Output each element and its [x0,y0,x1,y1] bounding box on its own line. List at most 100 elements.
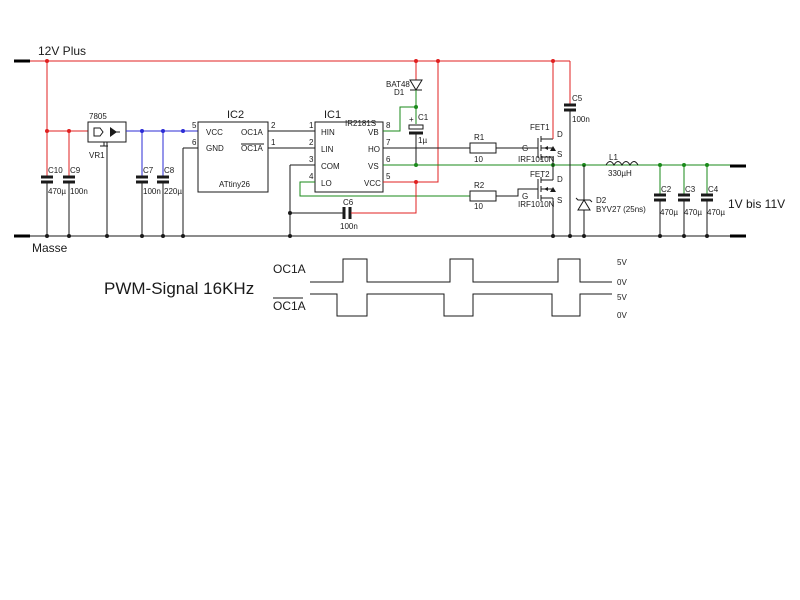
ic1-pin-vcc: VCC [364,179,381,188]
c1-value: 1µ [418,136,427,145]
c5-value: 100n [572,115,590,124]
ic2-pin2: 2 [271,121,276,130]
fet1-drain: D [557,130,563,139]
c10-value: 470µ [48,187,66,196]
c3-value: 470µ [684,208,702,217]
d1-part: BAT48 [386,80,410,89]
c5-ref: C5 [572,94,583,103]
ic2-pin-vcc: VCC [206,128,223,137]
c1-ref: C1 [418,113,429,122]
c2-value: 470µ [660,208,678,217]
pwm-waveform-2 [310,293,612,317]
c8-ref: C8 [164,166,175,175]
ic1-pin5: 5 [386,172,391,181]
c6-wire [351,182,417,214]
resistor-r2 [469,190,497,202]
lo-wire [299,181,470,197]
junction [45,59,49,63]
l1-ref: L1 [609,153,618,162]
ic2-attiny26 [197,121,269,193]
supply-label: 12V Plus [38,44,86,58]
ic1-pin7: 7 [386,138,391,147]
c8-value: 220µ [164,187,182,196]
ground-junctions [45,234,709,238]
r2-ref: R2 [474,181,485,190]
pwm-title: PWM-Signal 16KHz [104,279,254,298]
r1-value: 10 [474,155,483,164]
pwm-signal2-label: OC1A [273,299,306,313]
regulator-output-arrow-icon [110,127,117,137]
regulator-arrow-icon [93,127,104,137]
ic2-pin-gnd: GND [206,144,224,153]
ic1-pin-lin: LIN [321,145,334,154]
fet2-source: S [557,196,562,205]
c6-value: 100n [340,222,358,231]
ground-label: Masse [32,241,68,255]
ic1-pin4: 4 [309,172,314,181]
ic1-pin3: 3 [309,155,314,164]
ic1-part: IR2181S [345,119,376,128]
ic1-pin6: 6 [386,155,391,164]
l1-value: 330µH [608,169,632,178]
regulator-name: 7805 [89,112,107,121]
ic1-pin-com: COM [321,162,340,171]
d1-ref: D1 [394,88,405,97]
r2-value: 10 [474,202,483,211]
regulator-ref: VR1 [89,151,105,160]
c3-ref: C3 [685,185,696,194]
fet2-mosfet [537,177,556,201]
pwm-high-1: 5V [617,258,627,267]
c7-value: 100n [143,187,161,196]
ic1-pin2: 2 [309,138,314,147]
pwm-high-2: 5V [617,293,627,302]
ic1-vcc-wire [383,61,439,183]
d2-part: BYV27 (25ns) [596,205,646,214]
ic2-part: ATtiny26 [219,180,251,189]
c9-ref: C9 [70,166,81,175]
ic2-pin-oc1a: OC1A [241,128,263,137]
ic2-ref: IC2 [227,109,244,121]
pwm-waveform-1 [310,258,612,283]
c7-ref: C7 [143,166,154,175]
c9-value: 100n [70,187,88,196]
c10-ref: C10 [48,166,63,175]
fet2-ref: FET2 [530,170,550,179]
ic2-pin5: 5 [192,121,197,130]
fet2-gate: G [522,192,528,201]
ic1-pin-ho: HO [368,145,380,154]
c1-polarity: + [409,115,414,124]
pwm-low-1: 0V [617,278,627,287]
ic1-pin-vb: VB [368,128,379,137]
inductor-l1 [605,161,639,167]
ic1-pin8: 8 [386,121,391,130]
ic1-pin1: 1 [309,121,314,130]
fet2-drain: D [557,175,563,184]
c4-ref: C4 [708,185,719,194]
ic1-pin-vs: VS [368,162,379,171]
ic2-pin-oc1a-inv: OC1A [241,144,263,153]
fet1-mosfet [537,136,556,160]
ic1-pin-hin: HIN [321,128,335,137]
fet1-ref: FET1 [530,123,550,132]
diode-d1-icon [409,79,423,91]
diode-d2-icon [577,199,591,211]
pwm-signal1-label: OC1A [273,262,306,276]
vb-wire [383,106,416,132]
d2-ref: D2 [596,196,607,205]
fet1-source: S [557,150,562,159]
c4-value: 470µ [707,208,725,217]
fet1-gate: G [522,144,528,153]
ic2-pin6: 6 [192,138,197,147]
ic1-ir2181s [314,121,384,193]
c2-ref: C2 [661,185,672,194]
output-label: 1V bis 11V [728,197,785,211]
resistor-r1 [469,142,497,154]
fet1-part: IRF1010N [518,155,555,164]
c6-ref: C6 [343,198,354,207]
pwm-low-2: 0V [617,311,627,320]
cap-c1-plate [408,124,424,130]
fet2-part: IRF1010N [518,200,555,209]
ic2-pin1: 1 [271,138,276,147]
ic1-pin-lo: LO [321,179,332,188]
